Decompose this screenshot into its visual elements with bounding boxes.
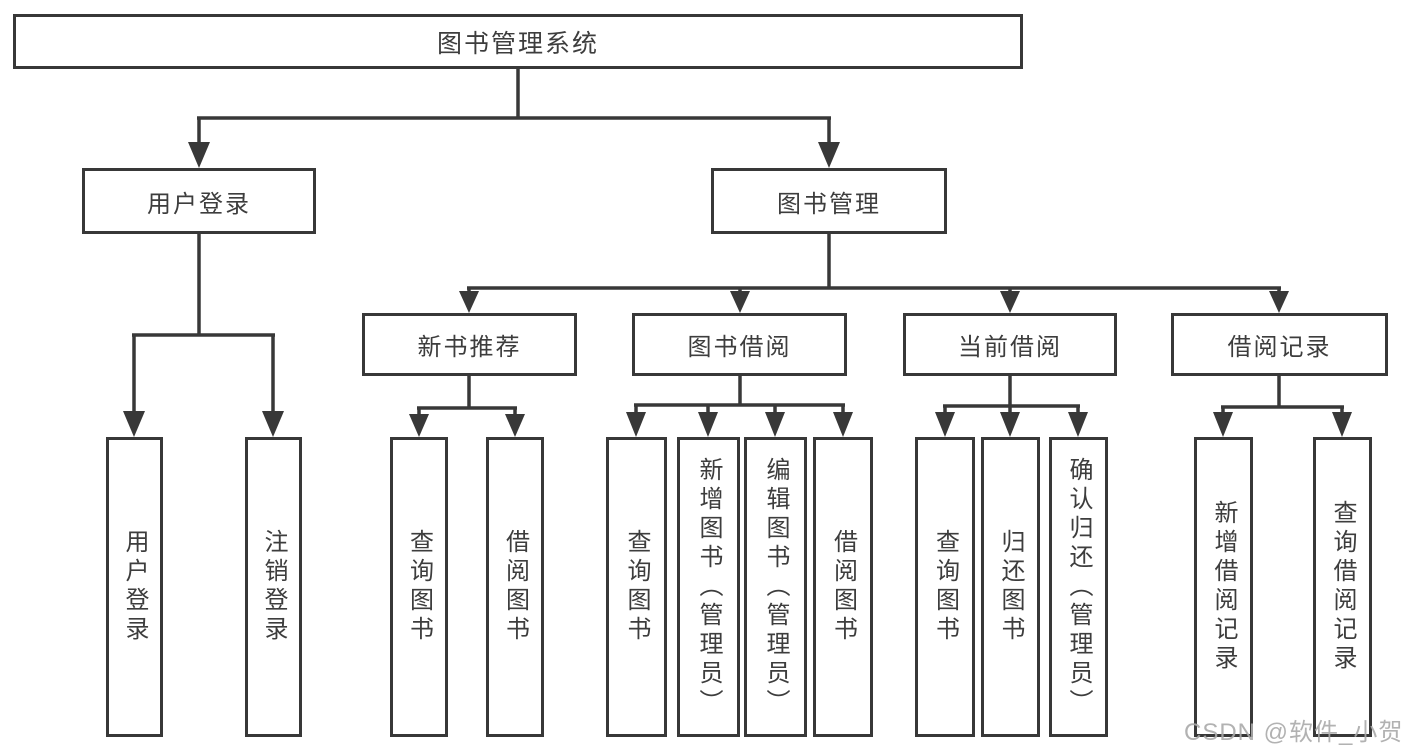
node-leaf-borrow-borrow: 借阅图书 — [813, 437, 873, 737]
connector-borrow-records-children — [1213, 376, 1352, 437]
connector-root-to-level1 — [188, 69, 840, 168]
node-leaf-user-login-label: 用户登录 — [121, 529, 148, 645]
node-leaf-current-return-label: 归还图书 — [997, 529, 1024, 645]
node-borrow-records-label: 借阅记录 — [1227, 334, 1332, 361]
node-leaf-newbooks-borrow: 借阅图书 — [486, 437, 544, 737]
node-root: 图书管理系统 — [13, 14, 1023, 69]
node-book-borrow-label: 图书借阅 — [687, 334, 792, 361]
node-user-login-label: 用户登录 — [147, 190, 251, 218]
node-leaf-user-login: 用户登录 — [106, 437, 163, 737]
connector-user-login-children — [123, 234, 284, 437]
node-book-mgmt: 图书管理 — [711, 168, 947, 234]
node-new-books: 新书推荐 — [362, 313, 577, 376]
node-user-login: 用户登录 — [82, 168, 316, 234]
node-leaf-current-query-label: 查询图书 — [931, 529, 959, 645]
node-leaf-current-confirm-label: 确认归还（管理员） — [1065, 456, 1092, 718]
node-book-borrow: 图书借阅 — [632, 313, 847, 376]
node-book-mgmt-label: 图书管理 — [777, 190, 881, 218]
node-leaf-records-query: 查询借阅记录 — [1313, 437, 1372, 737]
node-leaf-current-confirm: 确认归还（管理员） — [1049, 437, 1108, 737]
node-leaf-current-return: 归还图书 — [981, 437, 1040, 737]
node-leaf-borrow-add-label: 新增图书（管理员） — [695, 456, 722, 718]
node-borrow-records: 借阅记录 — [1171, 313, 1388, 376]
node-current-borrow-label: 当前借阅 — [958, 334, 1062, 361]
node-leaf-logout-label: 注销登录 — [260, 529, 287, 645]
connector-book-mgmt-children — [459, 234, 1289, 313]
connector-book-borrow-children — [626, 376, 853, 437]
node-leaf-newbooks-borrow-label: 借阅图书 — [501, 529, 529, 645]
watermark: CSDN @软件_小贺同学 — [1184, 719, 1405, 746]
node-leaf-records-query-label: 查询借阅记录 — [1329, 500, 1356, 674]
node-leaf-borrow-query: 查询图书 — [606, 437, 667, 737]
node-leaf-borrow-query-label: 查询图书 — [623, 529, 650, 645]
node-leaf-borrow-edit-label: 编辑图书（管理员） — [762, 456, 789, 718]
node-leaf-borrow-borrow-label: 借阅图书 — [829, 529, 857, 645]
node-leaf-newbooks-query: 查询图书 — [390, 437, 448, 737]
node-root-label: 图书管理系统 — [436, 29, 599, 58]
node-new-books-label: 新书推荐 — [417, 334, 522, 361]
node-current-borrow: 当前借阅 — [903, 313, 1117, 376]
node-leaf-current-query: 查询图书 — [915, 437, 975, 737]
node-leaf-borrow-add: 新增图书（管理员） — [677, 437, 740, 737]
node-leaf-newbooks-query-label: 查询图书 — [405, 529, 433, 645]
node-leaf-borrow-edit: 编辑图书（管理员） — [744, 437, 807, 737]
node-leaf-records-add: 新增借阅记录 — [1194, 437, 1253, 737]
node-leaf-records-add-label: 新增借阅记录 — [1210, 500, 1237, 674]
connector-new-books-children — [409, 376, 525, 437]
node-leaf-logout: 注销登录 — [245, 437, 302, 737]
connector-current-borrow-children — [935, 376, 1088, 437]
